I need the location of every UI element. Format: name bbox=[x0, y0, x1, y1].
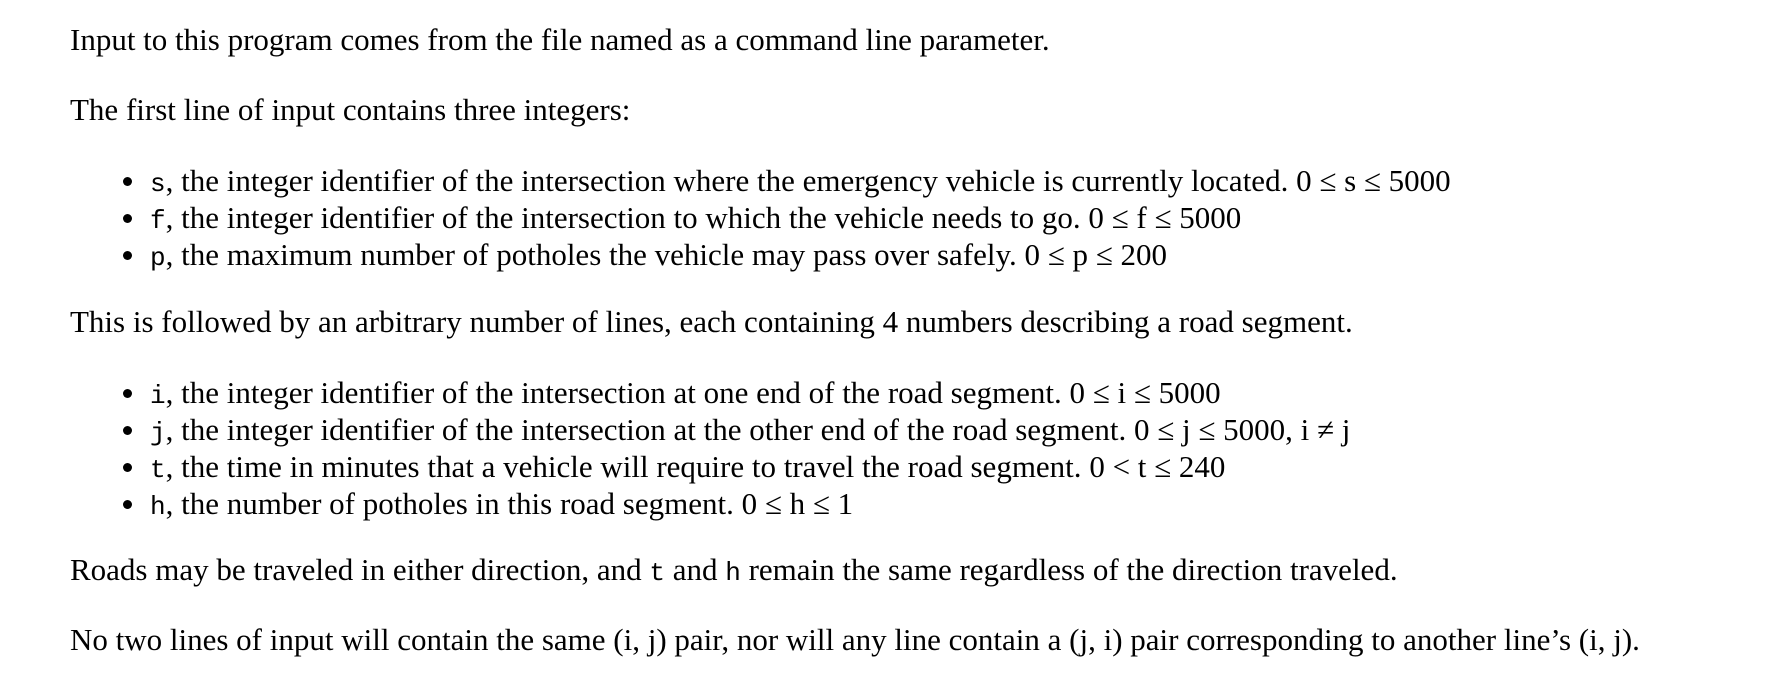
list-item: t, the time in minutes that a vehicle wi… bbox=[123, 448, 1350, 485]
variable-name: p bbox=[150, 243, 166, 273]
note-text: remain the same regardless of the direct… bbox=[740, 552, 1398, 587]
pairs-note: No two lines of input will contain the s… bbox=[70, 622, 1640, 657]
note-text: Roads may be traveled in either directio… bbox=[70, 552, 650, 587]
item-description: , the integer identifier of the intersec… bbox=[165, 163, 1297, 198]
constraint: 0 ≤ f ≤ 5000 bbox=[1088, 200, 1242, 235]
list-item: s, the integer identifier of the interse… bbox=[123, 162, 1451, 199]
variable-name: h bbox=[150, 492, 166, 522]
variable-name: h bbox=[725, 558, 741, 588]
constraint: 0 ≤ p ≤ 200 bbox=[1024, 237, 1168, 272]
item-description: , the number of potholes in this road se… bbox=[165, 486, 742, 521]
item-description: , the time in minutes that a vehicle wil… bbox=[165, 449, 1090, 484]
bullet-icon bbox=[123, 426, 132, 435]
intro-paragraph: Input to this program comes from the fil… bbox=[70, 22, 1050, 57]
variable-name: i bbox=[150, 381, 166, 411]
variable-name: j bbox=[150, 418, 166, 448]
item-description: , the integer identifier of the intersec… bbox=[165, 412, 1135, 447]
item-description: , the maximum number of potholes the veh… bbox=[165, 237, 1025, 272]
constraint: 0 ≤ i ≤ 5000 bbox=[1069, 375, 1221, 410]
note-text: and bbox=[664, 552, 726, 587]
item-description: , the integer identifier of the intersec… bbox=[165, 375, 1070, 410]
list-item: f, the integer identifier of the interse… bbox=[123, 199, 1451, 236]
first-line-list: s, the integer identifier of the interse… bbox=[123, 162, 1451, 273]
list-item: i, the integer identifier of the interse… bbox=[123, 374, 1350, 411]
constraint: 0 ≤ h ≤ 1 bbox=[741, 486, 854, 521]
list-item: h, the number of potholes in this road s… bbox=[123, 485, 1350, 522]
bullet-icon bbox=[123, 500, 132, 509]
list-item: p, the maximum number of potholes the ve… bbox=[123, 236, 1451, 273]
bullet-icon bbox=[123, 463, 132, 472]
first-line-header: The first line of input contains three i… bbox=[70, 92, 631, 127]
constraint: 0 ≤ j ≤ 5000, i ≠ j bbox=[1134, 412, 1351, 447]
constraint: 0 < t ≤ 240 bbox=[1089, 449, 1226, 484]
bullet-icon bbox=[123, 389, 132, 398]
variable-name: t bbox=[649, 558, 665, 588]
variable-name: t bbox=[150, 455, 166, 485]
bullet-icon bbox=[123, 251, 132, 260]
segment-list: i, the integer identifier of the interse… bbox=[123, 374, 1351, 522]
variable-name: f bbox=[150, 206, 166, 236]
bullet-icon bbox=[123, 177, 132, 186]
list-item: j, the integer identifier of the interse… bbox=[123, 411, 1351, 448]
bullet-icon bbox=[123, 214, 132, 223]
item-description: , the integer identifier of the intersec… bbox=[165, 200, 1089, 235]
variable-name: s bbox=[150, 169, 166, 199]
segments-header: This is followed by an arbitrary number … bbox=[70, 304, 1353, 339]
direction-note: Roads may be traveled in either directio… bbox=[70, 551, 1398, 592]
constraint: 0 ≤ s ≤ 5000 bbox=[1296, 163, 1451, 198]
